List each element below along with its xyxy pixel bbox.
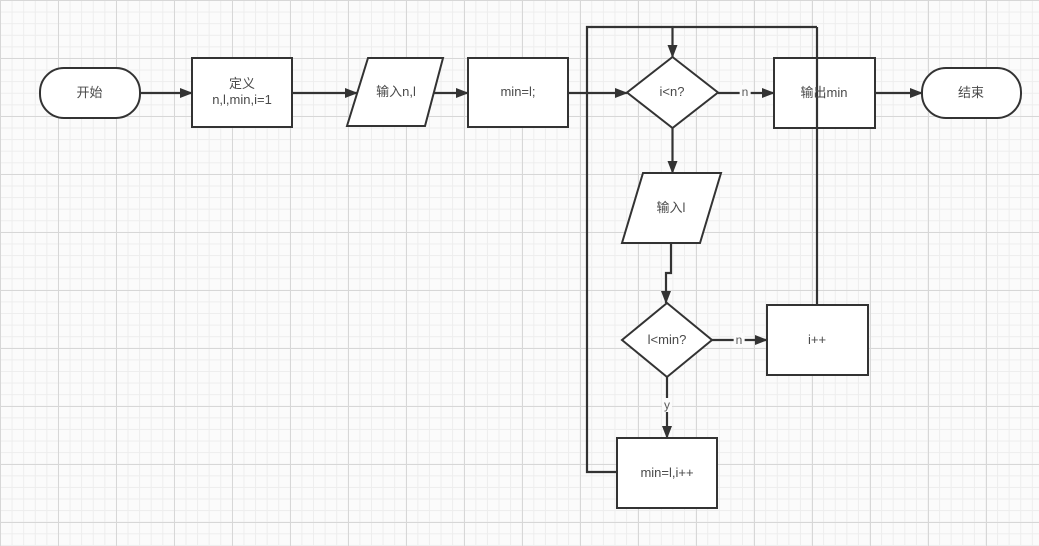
define-node[interactable] <box>191 57 293 128</box>
cond-i-lt-n-node-label: i<n? <box>659 83 685 99</box>
edge-label-cond-i-no: n <box>739 85 751 99</box>
input-n-l-node-label: 输入n,l <box>376 83 416 99</box>
edge-label-cond-l-no: n <box>733 333 745 347</box>
define-node-label-line1: 定义 <box>228 75 255 91</box>
cond-l-lt-min-node-label: l<min? <box>647 331 687 347</box>
min-update-node-label: min=l,i++ <box>640 464 694 480</box>
edge-input-l-cond-l[interactable] <box>661 243 673 304</box>
input-n-l-node[interactable] <box>345 57 445 127</box>
edge-loop-from-min-update[interactable] <box>585 25 817 474</box>
define-node-label-line2: n,l,min,i=1 <box>212 92 272 107</box>
edge-label-cond-l-yes: y <box>662 398 672 412</box>
end-node-label: 结束 <box>957 84 985 100</box>
output-min-node-label: 输出min <box>800 84 848 100</box>
define-node-label: 定义 n,l,min,i=1 <box>212 76 272 109</box>
min-assign-node-label: min=l; <box>500 83 536 99</box>
input-l-node-label: 输入l <box>656 199 686 215</box>
start-node-label: 开始 <box>76 84 103 100</box>
input-l-node[interactable] <box>620 172 723 244</box>
i-plus-plus-node-label: i++ <box>807 331 827 347</box>
